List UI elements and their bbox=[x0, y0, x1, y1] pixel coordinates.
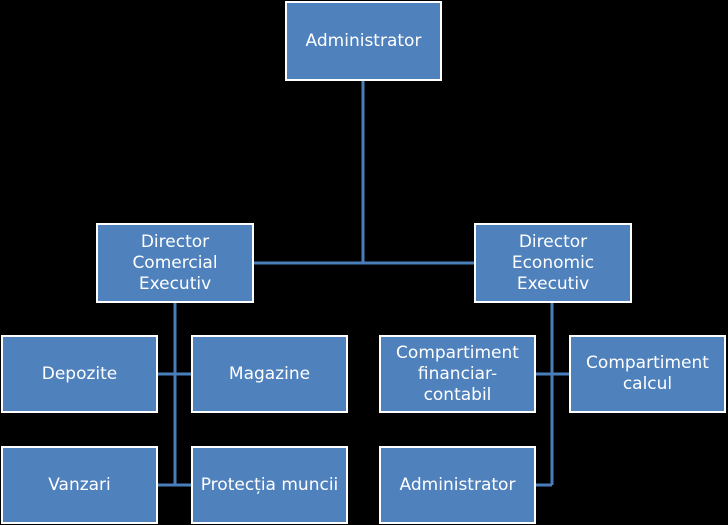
node-director-economic: Director Economic Executiv bbox=[474, 223, 632, 303]
node-compartiment-calcul: Compartiment calcul bbox=[569, 335, 726, 413]
node-magazine: Magazine bbox=[191, 335, 348, 413]
node-administrator-root: Administrator bbox=[285, 1, 442, 81]
node-director-comercial: Director Comercial Executiv bbox=[96, 223, 254, 303]
node-depozite: Depozite bbox=[1, 335, 158, 413]
node-vanzari: Vanzari bbox=[1, 446, 158, 524]
node-protectia-muncii: Protecția muncii bbox=[191, 446, 348, 524]
node-compartiment-financiar-contabil: Compartiment financiar- contabil bbox=[379, 335, 536, 413]
node-administrator-economic: Administrator bbox=[379, 446, 536, 524]
